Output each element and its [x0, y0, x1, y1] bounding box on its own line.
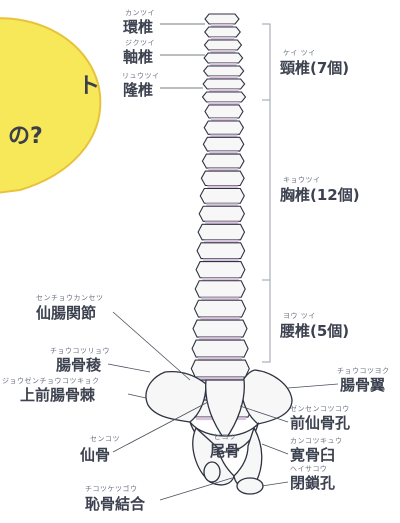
- lumbar-label: 腰椎(5個): [280, 320, 349, 341]
- vertebra: [203, 79, 245, 92]
- asis-label: 上前腸骨棘: [20, 384, 95, 405]
- vertebra-body: [202, 92, 245, 102]
- vertebra-body: [204, 66, 244, 76]
- thoracic-bracket: [262, 100, 270, 280]
- vertebra: [194, 300, 245, 320]
- vertebra-body: [197, 243, 245, 259]
- vertebra: [192, 340, 248, 360]
- atlas-label: 環椎: [123, 16, 153, 37]
- pubic-symphysis-leader: [160, 478, 232, 500]
- left-iliac-wing: [146, 372, 206, 422]
- vertebra: [200, 189, 244, 207]
- vertebra: [191, 360, 249, 380]
- vertebra-body: [204, 53, 243, 63]
- obturator-foramen-left: [204, 462, 220, 482]
- iliac-wing-leader: [288, 384, 338, 388]
- obturator-foramen-right: [237, 478, 263, 494]
- iliac-crest-label: 腸骨稜: [56, 354, 101, 375]
- vertebra-body: [200, 189, 244, 204]
- vertebra-body: [196, 262, 245, 278]
- vertebra-body: [202, 154, 244, 168]
- vertebra-body: [195, 281, 245, 298]
- iliac-wing-label: 腸骨翼: [340, 374, 385, 395]
- bubble-text-line2: の?: [8, 118, 43, 150]
- vertebra-body: [201, 171, 244, 185]
- vertebra-body: [204, 121, 243, 134]
- vertebral-column: [190, 14, 252, 420]
- vertebra-body: [199, 206, 244, 221]
- thoracic-label: 胸椎(12個): [280, 184, 360, 205]
- cervical-bracket: [262, 24, 270, 100]
- acetabulum-label: 寛骨臼: [290, 444, 335, 465]
- acetabulum-leader: [262, 444, 288, 454]
- vertebra-body: [203, 137, 243, 151]
- sacrum-label: 仙骨: [80, 444, 110, 465]
- sacral-foramen-label: 前仙骨孔: [290, 412, 350, 433]
- vertebra-body: [192, 340, 248, 357]
- coccyx-label: 尾骨: [210, 440, 240, 461]
- prominens-label: 隆椎: [123, 79, 153, 100]
- vertebra-body: [198, 224, 244, 239]
- si-joint-leader: [113, 312, 190, 380]
- speech-bubble: [0, 18, 100, 195]
- vertebra: [203, 137, 243, 154]
- vertebra-body: [194, 300, 245, 317]
- sacrum-bone: [206, 380, 245, 440]
- obturator-label: 閉鎖孔: [290, 472, 335, 493]
- vertebra: [193, 320, 247, 340]
- vertebra-body: [205, 14, 239, 24]
- vertebra-body: [191, 360, 249, 377]
- vertebra: [199, 206, 244, 224]
- si-joint-label: 仙腸関節: [36, 302, 96, 323]
- region-brackets: [262, 24, 270, 362]
- obturator-leader: [262, 482, 288, 486]
- axis-label: 軸椎: [123, 46, 153, 67]
- vertebra: [196, 262, 245, 281]
- cervical-label: 頸椎(7個): [280, 57, 349, 78]
- vertebra: [201, 171, 244, 188]
- right-iliac-wing: [242, 370, 292, 424]
- vertebra: [205, 27, 241, 40]
- iliac-crest-leader: [108, 364, 150, 372]
- vertebra: [205, 105, 243, 121]
- vertebra: [204, 66, 244, 79]
- vertebra-body: [193, 320, 247, 337]
- pubic-symphysis-label: 恥骨結合: [85, 493, 145, 514]
- vertebra: [204, 40, 241, 53]
- vertebra-body: [205, 27, 241, 37]
- lumbar-bracket: [262, 280, 270, 362]
- vertebra: [204, 53, 243, 66]
- vertebra: [202, 92, 245, 105]
- bubble-text-line1: ト: [78, 68, 100, 100]
- vertebra: [197, 243, 245, 262]
- vertebra: [198, 224, 244, 242]
- vertebra: [204, 121, 243, 137]
- sacrum-ruby: センコツ: [90, 434, 120, 444]
- vertebra-body: [203, 79, 245, 89]
- asis-leader: [128, 394, 146, 398]
- vertebra-body: [205, 105, 243, 118]
- vertebra-body: [204, 40, 241, 50]
- vertebra: [205, 14, 239, 27]
- vertebra: [202, 154, 244, 171]
- vertebra: [195, 281, 245, 301]
